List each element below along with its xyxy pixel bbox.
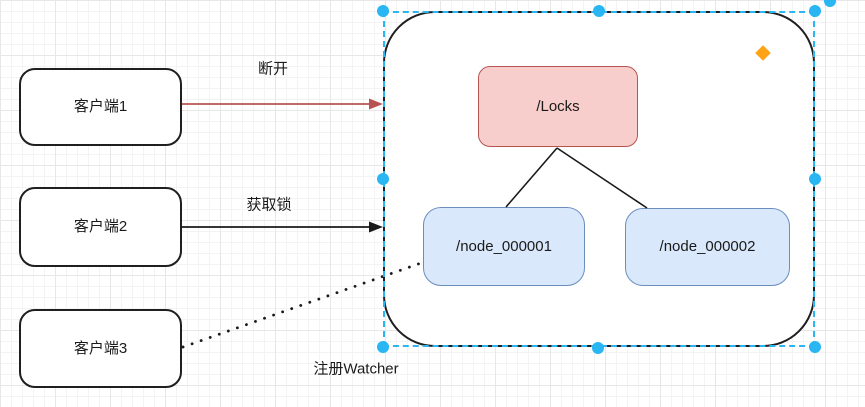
client1-shape[interactable]: 客户端1	[19, 68, 182, 146]
selection-handle-middle-left[interactable]	[377, 173, 389, 185]
selection-handle-bottom-middle[interactable]	[592, 342, 604, 354]
selection-handle-middle-right[interactable]	[809, 173, 821, 185]
rotate-handle[interactable]	[824, 0, 836, 7]
selection-handle-top-left[interactable]	[377, 5, 389, 17]
node-000001-shape[interactable]: /node_000001	[423, 207, 585, 286]
client2-label: 客户端2	[73, 218, 128, 235]
selection-handle-bottom-right[interactable]	[809, 341, 821, 353]
edge-label-disconnect[interactable]: 断开	[257, 60, 289, 78]
edge-label-register-watcher[interactable]: 注册Watcher	[313, 360, 399, 378]
lock-container-shape[interactable]	[383, 11, 815, 347]
client2-shape[interactable]: 客户端2	[19, 187, 182, 267]
node-000002-shape[interactable]: /node_000002	[625, 208, 790, 286]
client3-shape[interactable]: 客户端3	[19, 309, 182, 388]
selection-handle-top-middle[interactable]	[593, 5, 605, 17]
selection-handle-bottom-left[interactable]	[377, 341, 389, 353]
node-000001-label: /node_000001	[456, 237, 552, 255]
selection-handle-top-right[interactable]	[809, 5, 821, 17]
locks-root-shape[interactable]: /Locks	[478, 66, 638, 147]
node-000002-label: /node_000002	[659, 238, 756, 255]
locks-root-label: /Locks	[536, 97, 580, 115]
client3-label: 客户端3	[73, 339, 128, 357]
client1-label: 客户端1	[73, 98, 128, 115]
edge-label-acquire-lock[interactable]: 获取锁	[246, 196, 292, 214]
edge-disconnect-arrow[interactable]	[182, 98, 383, 110]
edge-acquire-lock-arrow[interactable]	[182, 221, 383, 233]
